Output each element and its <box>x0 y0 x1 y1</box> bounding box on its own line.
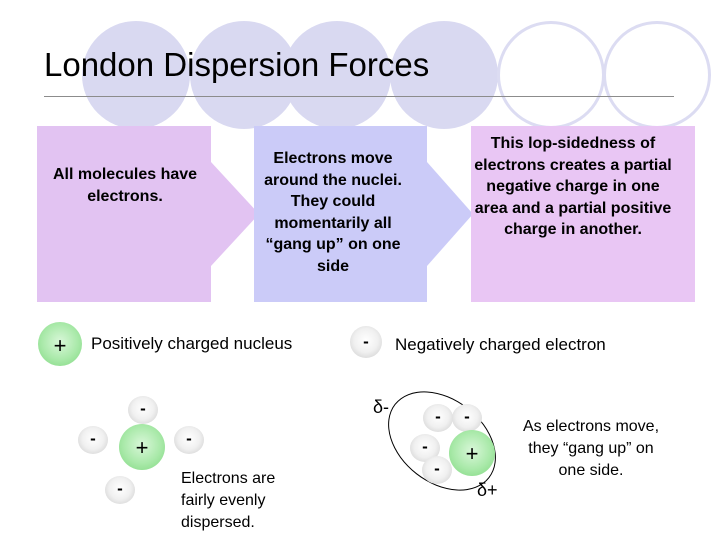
decorative-circle <box>190 21 298 129</box>
panel-text-lopsidedness: This lop-sidedness of electrons creates … <box>474 135 672 238</box>
electron <box>452 404 482 432</box>
electron-symbol: - <box>140 399 146 418</box>
partial-negative-label: δ- <box>373 397 390 417</box>
legend-nucleus-label: Positively charged nucleus <box>91 334 293 353</box>
gang-up-caption: As electrons move, they “gang up” on one… <box>522 418 660 479</box>
decorative-circle <box>283 21 391 129</box>
panel-arrow <box>427 162 473 266</box>
panel-electrons-move <box>254 126 427 302</box>
electron <box>128 396 158 424</box>
electron-symbol: - <box>422 437 428 456</box>
decorative-circle <box>603 21 711 129</box>
electron-symbol: - <box>186 429 192 448</box>
decorative-circle <box>82 21 190 129</box>
even-dispersal-caption: Electrons are fairly evenly dispersed. <box>181 470 276 531</box>
electron <box>78 426 108 454</box>
nucleus-symbol: + <box>135 435 149 460</box>
electron-symbol: - <box>434 459 440 478</box>
panel-all-molecules <box>37 126 211 302</box>
nucleus-symbol: + <box>465 441 479 466</box>
slide-title: London Dispersion Forces <box>44 46 430 83</box>
electron-symbol: - <box>464 407 470 426</box>
nucleus <box>119 424 165 470</box>
legend-nucleus-symbol: + <box>53 333 67 358</box>
legend-electron-symbol: - <box>363 332 369 351</box>
electron <box>422 456 452 484</box>
panel-text-all-molecules: All molecules have electrons. <box>52 166 198 205</box>
electron <box>174 426 204 454</box>
decorative-circle <box>390 21 498 129</box>
electron <box>105 476 135 504</box>
panel-arrow <box>211 162 259 266</box>
decorative-circle <box>497 21 605 129</box>
electron-symbol: - <box>90 429 96 448</box>
legend-electron <box>350 326 382 358</box>
partial-positive-label: δ+ <box>477 480 498 500</box>
electron-symbol: - <box>435 407 441 426</box>
electron <box>423 404 453 432</box>
legend-nucleus <box>38 322 82 366</box>
panel-text-electrons-move: Electrons move around the nuclei. They c… <box>264 150 402 275</box>
electron-symbol: - <box>117 479 123 498</box>
nucleus <box>449 430 495 476</box>
legend-electron-label: Negatively charged electron <box>395 335 606 354</box>
title-underline <box>44 96 674 97</box>
panel-lopsidedness <box>471 126 695 302</box>
